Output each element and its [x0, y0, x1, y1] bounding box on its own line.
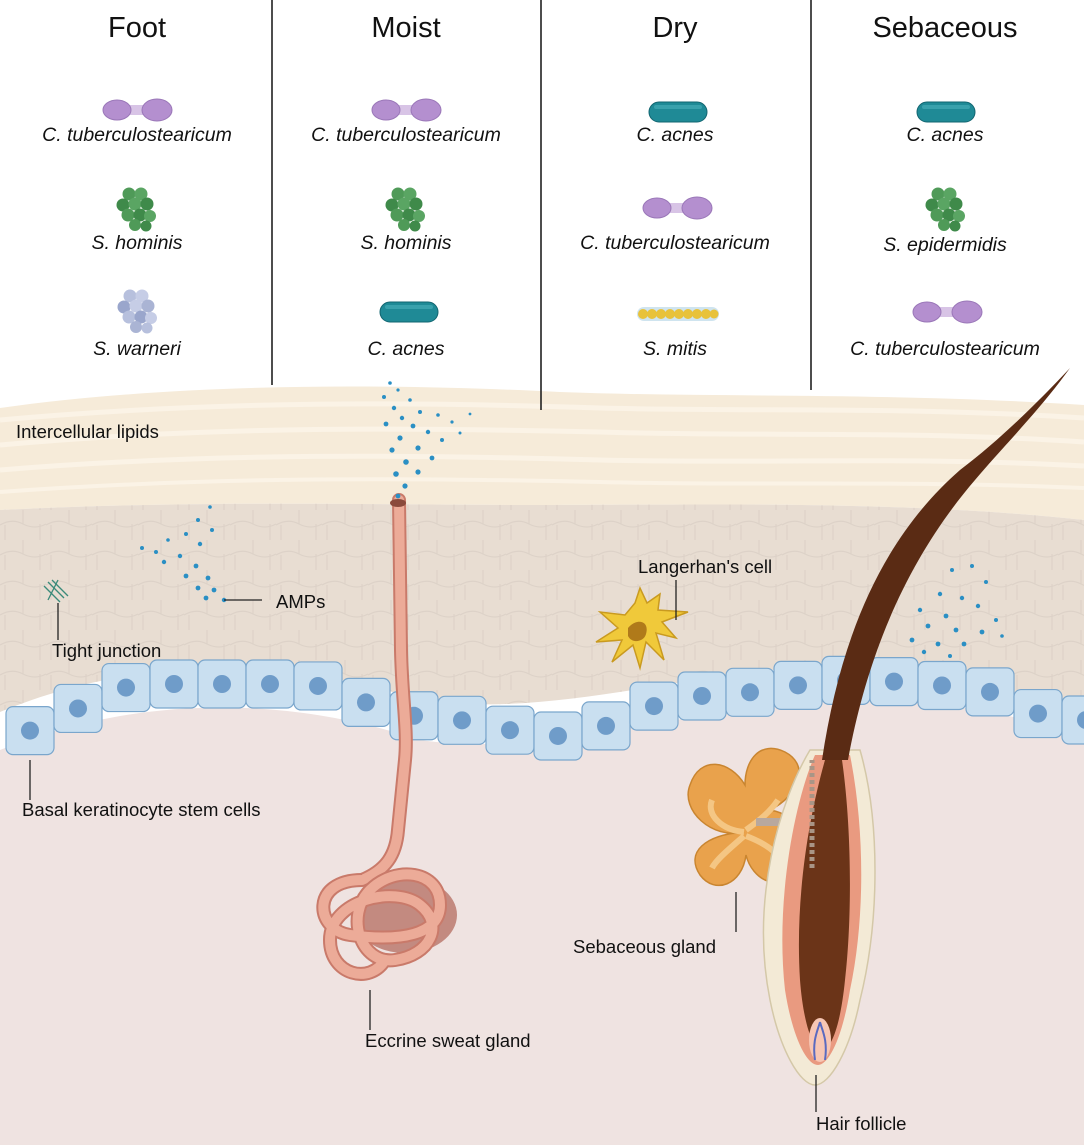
species-label: S. epidermidis	[883, 234, 1007, 256]
cell-nucleus	[117, 678, 135, 697]
cutibacterium-rod-icon	[648, 101, 708, 123]
species-label: C. tuberculostearicum	[42, 124, 232, 146]
label-basal-keratinocyte: Basal keratinocyte stem cells	[22, 799, 261, 820]
streptococcus-chain-icon	[637, 307, 719, 321]
basal-keratinocyte-row	[5, 655, 1084, 761]
cell-nucleus	[213, 675, 231, 693]
species-label: S. warneri	[93, 338, 181, 360]
label-eccrine-sweat-gland: Eccrine sweat gland	[365, 1030, 531, 1051]
cell-nucleus	[645, 697, 663, 716]
species-label: S. mitis	[643, 338, 707, 360]
label-tight-junction: Tight junction	[52, 640, 162, 661]
species-label: C. tuberculostearicum	[850, 338, 1040, 360]
cell-nucleus	[165, 675, 183, 693]
cell-nucleus	[693, 686, 711, 705]
species-label: C. acnes	[636, 124, 714, 146]
species-label: C. acnes	[906, 124, 984, 146]
cutibacterium-rod-icon	[916, 101, 976, 123]
column-title-moist: Moist	[371, 12, 441, 44]
cell-nucleus	[453, 711, 471, 730]
cell-nucleus	[885, 672, 903, 691]
column-title-dry: Dry	[652, 12, 698, 44]
species-label: C. tuberculostearicum	[580, 232, 770, 254]
cell-nucleus	[1077, 711, 1084, 729]
label-amps: AMPs	[276, 591, 326, 612]
cell-nucleus	[789, 676, 807, 695]
cell-nucleus	[309, 676, 327, 695]
column-title-sebaceous: Sebaceous	[872, 12, 1018, 44]
cell-nucleus	[261, 675, 279, 693]
label-hair-follicle: Hair follicle	[816, 1113, 907, 1134]
basal-keratinocyte-cell	[1061, 695, 1084, 745]
cell-nucleus	[69, 699, 87, 718]
species-label: S. hominis	[360, 232, 452, 254]
label-intercellular-lipids: Intercellular lipids	[16, 421, 159, 442]
hair-follicle-shape	[762, 368, 1070, 1086]
label-langerhans-cell: Langerhan's cell	[638, 556, 773, 577]
cell-nucleus	[981, 682, 999, 701]
eccrine-sweat-gland-shape	[316, 493, 457, 981]
cell-nucleus	[1029, 704, 1047, 723]
cell-nucleus	[357, 693, 375, 712]
cell-nucleus	[933, 676, 951, 695]
species-label: C. tuberculostearicum	[311, 124, 501, 146]
cell-nucleus	[549, 726, 567, 745]
species-label: C. acnes	[367, 338, 445, 360]
label-sebaceous-gland: Sebaceous gland	[573, 936, 716, 957]
cell-nucleus	[597, 716, 615, 735]
amps-dots-hair	[909, 564, 1004, 658]
leader-lines	[29, 580, 817, 1112]
cell-nucleus	[21, 721, 39, 740]
cutibacterium-rod-icon	[379, 301, 439, 323]
cell-nucleus	[501, 721, 519, 740]
tight-junction-shape	[43, 579, 69, 603]
column-title-foot: Foot	[107, 12, 167, 44]
cell-nucleus	[741, 683, 759, 702]
species-label: S. hominis	[91, 232, 183, 254]
sweat-droplets	[382, 381, 472, 499]
